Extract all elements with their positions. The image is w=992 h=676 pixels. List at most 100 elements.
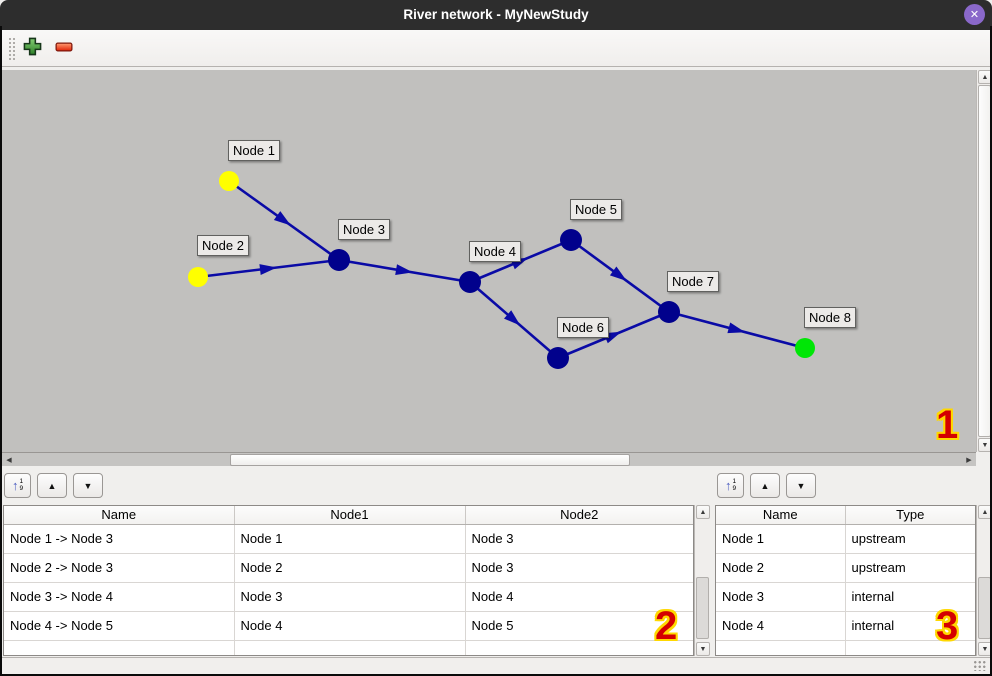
titlebar[interactable]: River network - MyNewStudy ✕ (0, 0, 992, 30)
close-icon: ✕ (969, 9, 980, 21)
toolbar-grip-handle[interactable] (8, 37, 17, 61)
canvas-horizontal-scrollbar[interactable]: ◀ ▶ (2, 452, 976, 466)
nodes-move-up-button[interactable]: ▲ (750, 473, 780, 498)
down-triangle-icon: ▼ (83, 480, 93, 491)
river-edge-node-2-to-node-3[interactable] (197, 258, 340, 279)
flow-direction-arrow-icon (273, 211, 291, 226)
nodes-sort-button[interactable]: ↑ 1 9 (717, 473, 744, 498)
table-cell[interactable]: Node 3 (465, 524, 693, 554)
table-cell[interactable] (234, 640, 466, 655)
node-label-node-8: Node 8 (804, 307, 856, 328)
table-cell[interactable]: Node 1 (234, 524, 466, 554)
node-label-node-7: Node 7 (667, 271, 719, 292)
table-cell[interactable]: Node 3 -> Node 4 (4, 582, 235, 612)
scroll-down-button[interactable]: ▼ (696, 642, 710, 656)
table-cell[interactable]: Node 1 -> Node 3 (4, 524, 235, 554)
table-cell[interactable] (465, 640, 693, 655)
scroll-up-button[interactable]: ▲ (696, 505, 710, 519)
river-node-node-8[interactable] (795, 338, 815, 358)
column-header-name: Name (4, 506, 235, 525)
table-cell[interactable]: upstream (845, 553, 975, 583)
column-header-node1: Node1 (234, 506, 466, 525)
sort-ascending-icon: ↑ 1 9 (724, 478, 737, 493)
table-cell[interactable]: Node 4 (465, 582, 693, 612)
table-cell[interactable]: Node 4 (716, 611, 846, 641)
down-triangle-icon: ▼ (796, 480, 806, 491)
table-cell[interactable]: Node 2 -> Node 3 (4, 553, 235, 583)
branches-panel-toolbar: ↑ 1 9 ▲ ▼ (4, 473, 103, 498)
table-cell[interactable]: Node 1 (716, 524, 846, 554)
column-header-type: Type (845, 506, 975, 525)
branches-move-down-button[interactable]: ▼ (73, 473, 103, 498)
node-label-node-2: Node 2 (197, 235, 249, 256)
table-cell[interactable]: Node 2 (234, 553, 466, 583)
branches-move-up-button[interactable]: ▲ (37, 473, 67, 498)
table-cell[interactable]: internal (845, 582, 975, 612)
table-row[interactable] (716, 640, 975, 655)
scroll-down-button[interactable]: ▼ (978, 438, 992, 452)
canvas-vertical-scrollbar[interactable]: ▲ ▼ (976, 70, 992, 452)
river-node-node-3[interactable] (328, 249, 350, 271)
river-node-node-6[interactable] (547, 347, 569, 369)
river-edge-node-5-to-node-7[interactable] (570, 238, 670, 314)
river-node-node-2[interactable] (188, 267, 208, 287)
close-button[interactable]: ✕ (964, 4, 985, 25)
table-cell[interactable]: Node 3 (465, 553, 693, 583)
river-edge-node-1-to-node-3[interactable] (228, 179, 340, 262)
branches-table-scrollbar[interactable]: ▲ ▼ (694, 505, 710, 656)
river-node-node-1[interactable] (219, 171, 239, 191)
table-cell[interactable]: Node 2 (716, 553, 846, 583)
table-cell[interactable]: upstream (845, 524, 975, 554)
scrollbar-thumb[interactable] (696, 577, 709, 639)
flow-direction-arrow-icon (727, 322, 746, 334)
scroll-right-button[interactable]: ▶ (962, 454, 976, 466)
node-label-node-5: Node 5 (570, 199, 622, 220)
river-edge-node-7-to-node-8[interactable] (668, 310, 806, 350)
table-cell[interactable]: Node 5 (465, 611, 693, 641)
nodes-panel-toolbar: ↑ 1 9 ▲ ▼ (717, 473, 816, 498)
table-cell[interactable] (845, 640, 975, 655)
table-cell[interactable]: Node 3 (234, 582, 466, 612)
branches-sort-button[interactable]: ↑ 1 9 (4, 473, 31, 498)
flow-direction-arrow-icon (609, 266, 627, 281)
table-row[interactable] (4, 640, 693, 655)
status-bar (2, 657, 990, 674)
table-cell[interactable]: Node 3 (716, 582, 846, 612)
table-cell[interactable]: Node 4 -> Node 5 (4, 611, 235, 641)
table-cell[interactable]: Node 4 (234, 611, 466, 641)
river-edge-node-3-to-node-4[interactable] (338, 258, 471, 284)
flow-direction-arrow-icon (395, 264, 413, 275)
river-node-node-5[interactable] (560, 229, 582, 251)
node-label-node-1: Node 1 (228, 140, 280, 161)
add-node-button[interactable] (20, 37, 44, 61)
window-border-right (990, 26, 992, 676)
table-cell[interactable] (4, 640, 235, 655)
window-resize-grip[interactable] (973, 660, 986, 671)
river-edge-node-4-to-node-6[interactable] (469, 281, 559, 359)
river-node-node-7[interactable] (658, 301, 680, 323)
remove-node-button[interactable] (52, 37, 76, 61)
flow-direction-arrow-icon (259, 264, 277, 275)
nodes-move-down-button[interactable]: ▼ (786, 473, 816, 498)
scrollbar-thumb[interactable] (230, 454, 630, 466)
table-cell[interactable] (716, 640, 846, 655)
table-cell[interactable]: internal (845, 611, 975, 641)
minus-icon (55, 38, 73, 61)
scroll-left-button[interactable]: ◀ (2, 454, 16, 466)
river-node-node-4[interactable] (459, 271, 481, 293)
